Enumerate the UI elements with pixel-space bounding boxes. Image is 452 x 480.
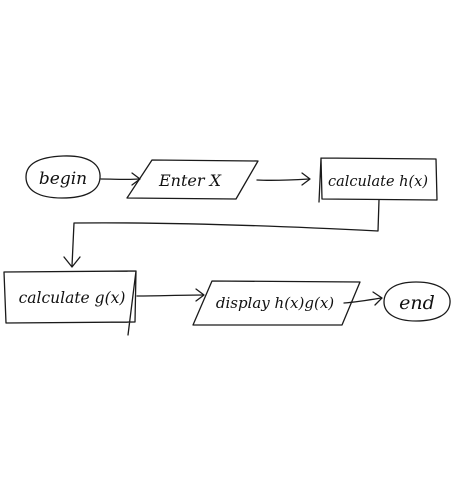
node-end: end <box>383 281 451 322</box>
calculate-h-rect-shape <box>318 157 438 203</box>
arrow-calc-g-to-display <box>136 288 205 302</box>
arrow-enter-to-calc-h <box>256 172 311 186</box>
node-enter-x: Enter X <box>126 159 259 200</box>
arrow-display-to-end <box>343 291 383 306</box>
calculate-h-label: calculate h(x) <box>328 174 428 190</box>
begin-label: begin <box>39 169 87 189</box>
arrow-begin-to-enter <box>100 172 141 186</box>
end-label: end <box>399 292 435 314</box>
node-calculate-h: calculate h(x) <box>318 157 438 203</box>
calculate-g-label: calculate g(x) <box>19 289 126 307</box>
end-oval-shape <box>383 281 451 322</box>
calculate-g-rect-shape <box>3 270 137 336</box>
enter-x-parallelogram-shape <box>126 159 259 200</box>
enter-x-label: Enter X <box>158 171 222 190</box>
node-begin: begin <box>25 155 101 199</box>
node-display: display h(x)g(x) <box>192 280 361 326</box>
arrow-calc-h-to-calc-g <box>63 199 380 268</box>
display-label: display h(x)g(x) <box>216 294 334 312</box>
node-calculate-g: calculate g(x) <box>3 270 137 336</box>
begin-oval-shape <box>25 155 101 199</box>
display-parallelogram-shape <box>192 280 361 326</box>
